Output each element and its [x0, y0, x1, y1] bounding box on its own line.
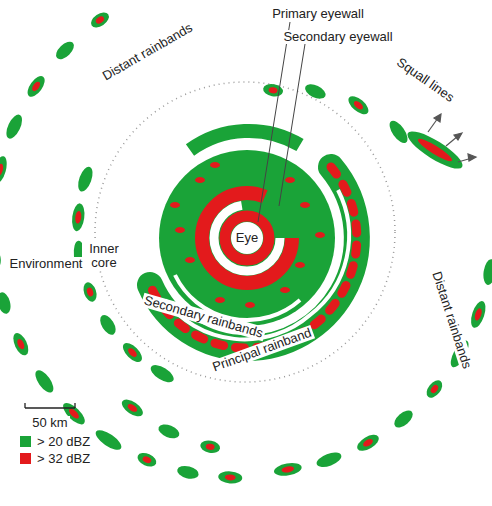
- secondary-eyewall: [202, 193, 292, 283]
- squall-line: [403, 114, 476, 175]
- region-label: Environment: [8, 257, 85, 271]
- scale-bar: [25, 403, 75, 408]
- legend-text: > 20 dBZ: [37, 434, 90, 449]
- inner-core-boundary: [95, 82, 395, 382]
- legend-row: > 32 dBZ: [20, 451, 90, 466]
- legend-swatch: [20, 436, 31, 447]
- legend-swatch: [20, 453, 31, 464]
- legend-row: > 20 dBZ: [20, 434, 90, 449]
- distant-rainbands: [0, 9, 492, 484]
- region-label: Eye: [234, 231, 260, 245]
- primary-eyewall: [225, 216, 269, 260]
- eye: [231, 222, 263, 254]
- region-label: Secondary eyewall: [281, 30, 394, 44]
- leader-lines: [258, 22, 305, 222]
- region-label: Primary eyewall: [270, 7, 366, 21]
- region-label: Inner core: [82, 242, 126, 271]
- region-label: 50 km: [30, 416, 69, 430]
- region-label: Squall lines: [392, 54, 458, 106]
- region-label: Distant rainbands: [99, 20, 197, 85]
- legend-text: > 32 dBZ: [37, 451, 90, 466]
